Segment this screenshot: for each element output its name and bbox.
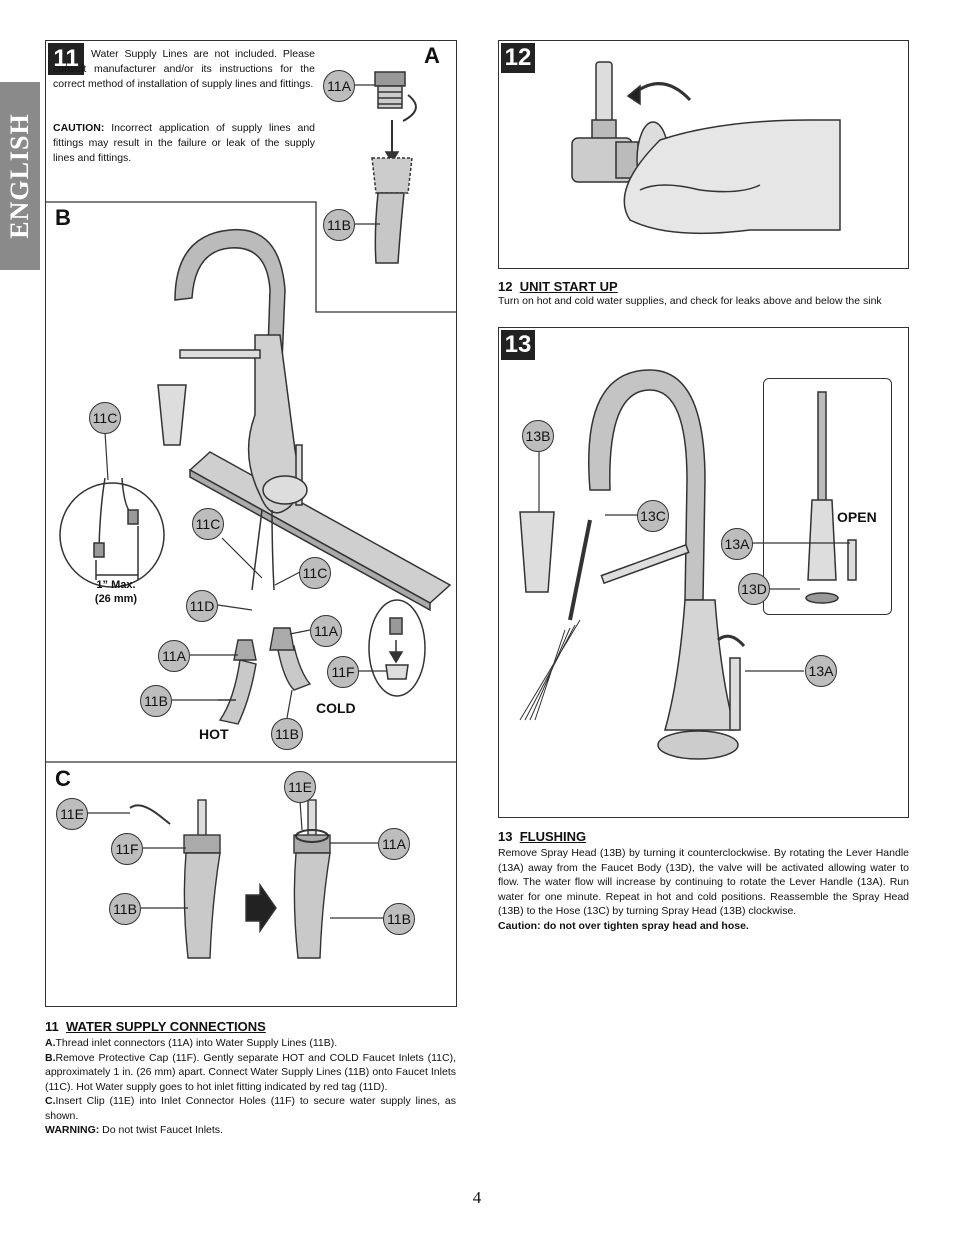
- callout-11e-left: 11E: [56, 798, 88, 830]
- callout-11a-left: 11A: [158, 640, 190, 672]
- step-12-caption-body: Turn on hot and cold water supplies, and…: [498, 295, 882, 307]
- caution-note: CAUTION: Incorrect application of supply…: [53, 122, 315, 164]
- caution-label: CAUTION:: [53, 122, 105, 134]
- callout-13a: 13A: [805, 655, 837, 687]
- step-13-caption: 13 FLUSHING Remove Spray Head (13B) by t…: [498, 829, 909, 933]
- callout-13d: 13D: [738, 573, 770, 605]
- step-12-caption-title: 12 UNIT START UP: [498, 279, 618, 294]
- open-label: OPEN: [837, 509, 877, 525]
- callout-13b: 13B: [522, 420, 554, 452]
- callout-11a-mid: 11A: [310, 615, 342, 647]
- step-13-caption-body: Remove Spray Head (13B) by turning it co…: [498, 847, 909, 917]
- callout-11b-left: 11B: [140, 685, 172, 717]
- faucet-drawing: [157, 228, 452, 612]
- section-a-label: A: [424, 43, 440, 68]
- step-12-caption: 12 UNIT START UP Turn on hot and cold wa…: [498, 279, 909, 309]
- step-11-warning: WARNING: Do not twist Faucet Inlets.: [45, 1124, 223, 1136]
- page-number: 4: [472, 1188, 482, 1207]
- step-11-caption: 11 WATER SUPPLY CONNECTIONS A.Thread inl…: [45, 1019, 456, 1138]
- step-11-number: 11: [48, 43, 84, 75]
- step-13-number: 13: [501, 330, 535, 360]
- language-tab: ENGLISH: [0, 82, 40, 270]
- step-12-number: 12: [501, 43, 535, 73]
- callout-11d: 11D: [186, 590, 218, 622]
- callout-11b-bottom: 11B: [271, 718, 303, 750]
- callout-11f-c: 11F: [111, 833, 143, 865]
- callout-11b-c-left: 11B: [109, 893, 141, 925]
- section-c-label: C: [55, 766, 71, 791]
- step-13-leaders: [538, 452, 850, 672]
- callout-11c-left: 11C: [89, 402, 121, 434]
- callout-11c-right: 11C: [299, 557, 331, 589]
- cold-label: COLD: [316, 700, 356, 716]
- step-11-caption-b: B.Remove Protective Cap (11F). Gently se…: [45, 1051, 456, 1093]
- step-11-leaders: [87, 84, 387, 919]
- callout-13c: 13C: [637, 500, 669, 532]
- callout-11e-right: 11E: [284, 771, 316, 803]
- step-11-caption-c: C.Insert Clip (11E) into Inlet Connector…: [45, 1095, 456, 1122]
- clip-install-drawing: [129, 799, 331, 959]
- step-13-caution: Caution: do not over tighten spray head …: [498, 919, 749, 932]
- callout-11b-c-right: 11B: [383, 903, 415, 935]
- inlet-spacing-detail: [59, 477, 165, 588]
- section-b-label: B: [55, 205, 71, 230]
- callout-13a-inset: 13A: [721, 528, 753, 560]
- step-11-caption-title: 11 WATER SUPPLY CONNECTIONS: [45, 1019, 266, 1034]
- hot-label: HOT: [199, 726, 229, 742]
- lever-open-inset: [763, 378, 892, 615]
- step-11-caption-a: A.Thread inlet connectors (11A) into Wat…: [45, 1037, 338, 1049]
- callout-11a-c: 11A: [378, 828, 410, 860]
- callout-11b-top: 11B: [323, 209, 355, 241]
- supply-hoses-drawing: [218, 627, 312, 725]
- supply-lines-note: Water Supply Lines are not included. Ple…: [53, 48, 315, 90]
- inlet-connector-drawing: [371, 71, 417, 264]
- step-13-caption-title: 13 FLUSHING: [498, 829, 587, 844]
- callout-11c-mid: 11C: [192, 508, 224, 540]
- protective-cap-detail: [368, 599, 426, 697]
- callout-11f-b: 11F: [327, 656, 359, 688]
- callout-11a-top: 11A: [323, 70, 355, 102]
- max-spacing-label: 1” Max. (26 mm): [94, 579, 138, 605]
